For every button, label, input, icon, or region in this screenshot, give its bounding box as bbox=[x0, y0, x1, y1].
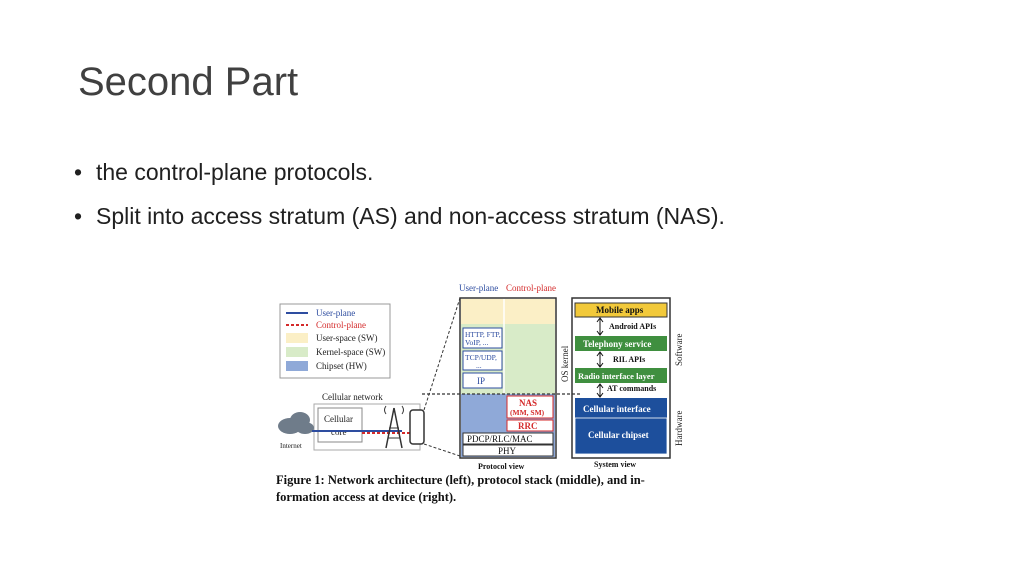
pdcp-label: PDCP/RLC/MAC bbox=[467, 434, 533, 444]
system-view-frame bbox=[571, 297, 671, 459]
telephony-box bbox=[575, 336, 667, 351]
os-kernel-label: OS kernel bbox=[560, 345, 570, 382]
ip-box bbox=[462, 372, 503, 389]
tcp-udp-line2: ... bbox=[476, 361, 482, 370]
figure-caption: Figure 1: Network architecture (left), p… bbox=[276, 472, 696, 506]
legend-chipset: Chipset (HW) bbox=[316, 361, 367, 371]
app-protocols-line2: VoIP, ... bbox=[465, 338, 489, 347]
ip-label: IP bbox=[477, 376, 485, 386]
mobile-apps-box bbox=[574, 302, 668, 318]
legend-user-plane: User-plane bbox=[316, 308, 355, 318]
control-plane-header: Control-plane bbox=[506, 283, 556, 293]
bullet-text: Split into access stratum (AS) and non-a… bbox=[96, 203, 725, 229]
rrc-box bbox=[506, 419, 554, 432]
mobile-apps-label: Mobile apps bbox=[596, 305, 644, 315]
rrc-label: RRC bbox=[518, 421, 538, 431]
architecture-diagram: User-plane Control-plane User-space (SW)… bbox=[278, 283, 684, 471]
cellular-network: Cellular network Cellular core Internet bbox=[278, 297, 461, 457]
radio-layer-label: Radio interface layer bbox=[578, 371, 655, 381]
android-apis-label: Android APIs bbox=[609, 322, 656, 331]
system-view-label: System view bbox=[594, 460, 636, 469]
internet-label: Internet bbox=[280, 442, 302, 450]
legend-control-plane: Control-plane bbox=[316, 320, 366, 330]
tcp-udp-line1: TCP/UDP, bbox=[465, 353, 497, 362]
legend-kernel-space: Kernel-space (SW) bbox=[316, 347, 385, 357]
software-label: Software bbox=[674, 334, 684, 367]
radio-layer-box bbox=[575, 368, 667, 383]
cellular-chipset-box bbox=[574, 417, 668, 455]
zoom-line-top bbox=[423, 297, 461, 411]
cellular-chipset-label: Cellular chipset bbox=[588, 430, 649, 440]
nas-box bbox=[506, 395, 554, 419]
protocol-stack-frame bbox=[459, 297, 557, 459]
nas-label: NAS bbox=[519, 398, 537, 408]
user-plane-header: User-plane bbox=[459, 283, 498, 293]
app-protocols-box bbox=[462, 327, 503, 349]
system-view: Mobile apps Android APIs Telephony servi… bbox=[571, 297, 684, 469]
legend-user-space-swatch bbox=[286, 333, 308, 343]
cell-tower-icon bbox=[384, 405, 404, 449]
caption-line: formation access at device (right). bbox=[276, 490, 457, 504]
zoom-line-bottom bbox=[423, 443, 461, 457]
legend-user-space: User-space (SW) bbox=[316, 333, 378, 343]
bullet-item: • the control-plane protocols. bbox=[74, 156, 725, 200]
protocol-user-space bbox=[461, 299, 555, 324]
phone-icon bbox=[409, 409, 425, 445]
legend: User-plane Control-plane User-space (SW)… bbox=[279, 303, 391, 379]
telephony-label: Telephony service bbox=[583, 339, 651, 349]
at-commands-label: AT commands bbox=[607, 384, 656, 393]
hardware-label: Hardware bbox=[674, 411, 684, 446]
bullet-dot-icon: • bbox=[74, 203, 83, 229]
legend-kernel-space-swatch bbox=[286, 347, 308, 357]
bullet-dot-icon: • bbox=[74, 159, 83, 185]
cellular-interface-box bbox=[575, 398, 667, 418]
cellular-core-line1: Cellular bbox=[324, 414, 353, 424]
bullet-item: • Split into access stratum (AS) and non-… bbox=[74, 200, 725, 244]
pdcp-box bbox=[462, 432, 554, 445]
phy-box bbox=[462, 444, 554, 457]
network-title: Cellular network bbox=[322, 392, 383, 402]
nas-sub-label: (MM, SM) bbox=[510, 408, 545, 417]
slide-title: Second Part bbox=[78, 60, 299, 104]
caption-line: Figure 1: Network architecture (left), p… bbox=[276, 473, 645, 487]
protocol-view-label: Protocol view bbox=[478, 462, 525, 471]
cloud-icon bbox=[278, 412, 314, 434]
bullet-list: • the control-plane protocols. • Split int… bbox=[74, 156, 725, 244]
phy-label: PHY bbox=[498, 446, 517, 456]
tcp-udp-box bbox=[462, 350, 503, 371]
ril-apis-label: RIL APIs bbox=[613, 355, 645, 364]
arrow-icon bbox=[596, 317, 604, 398]
cellular-core-box bbox=[317, 407, 363, 443]
legend-chipset-swatch bbox=[286, 361, 308, 371]
app-protocols-line1: HTTP, FTP, bbox=[465, 330, 501, 339]
cellular-interface-label: Cellular interface bbox=[583, 404, 651, 414]
bullet-text: the control-plane protocols. bbox=[96, 159, 374, 185]
architecture-figure: User-plane Control-plane User-space (SW)… bbox=[272, 278, 692, 508]
protocol-stack: User-plane Control-plane HTTP, FTP, VoIP… bbox=[422, 283, 582, 471]
